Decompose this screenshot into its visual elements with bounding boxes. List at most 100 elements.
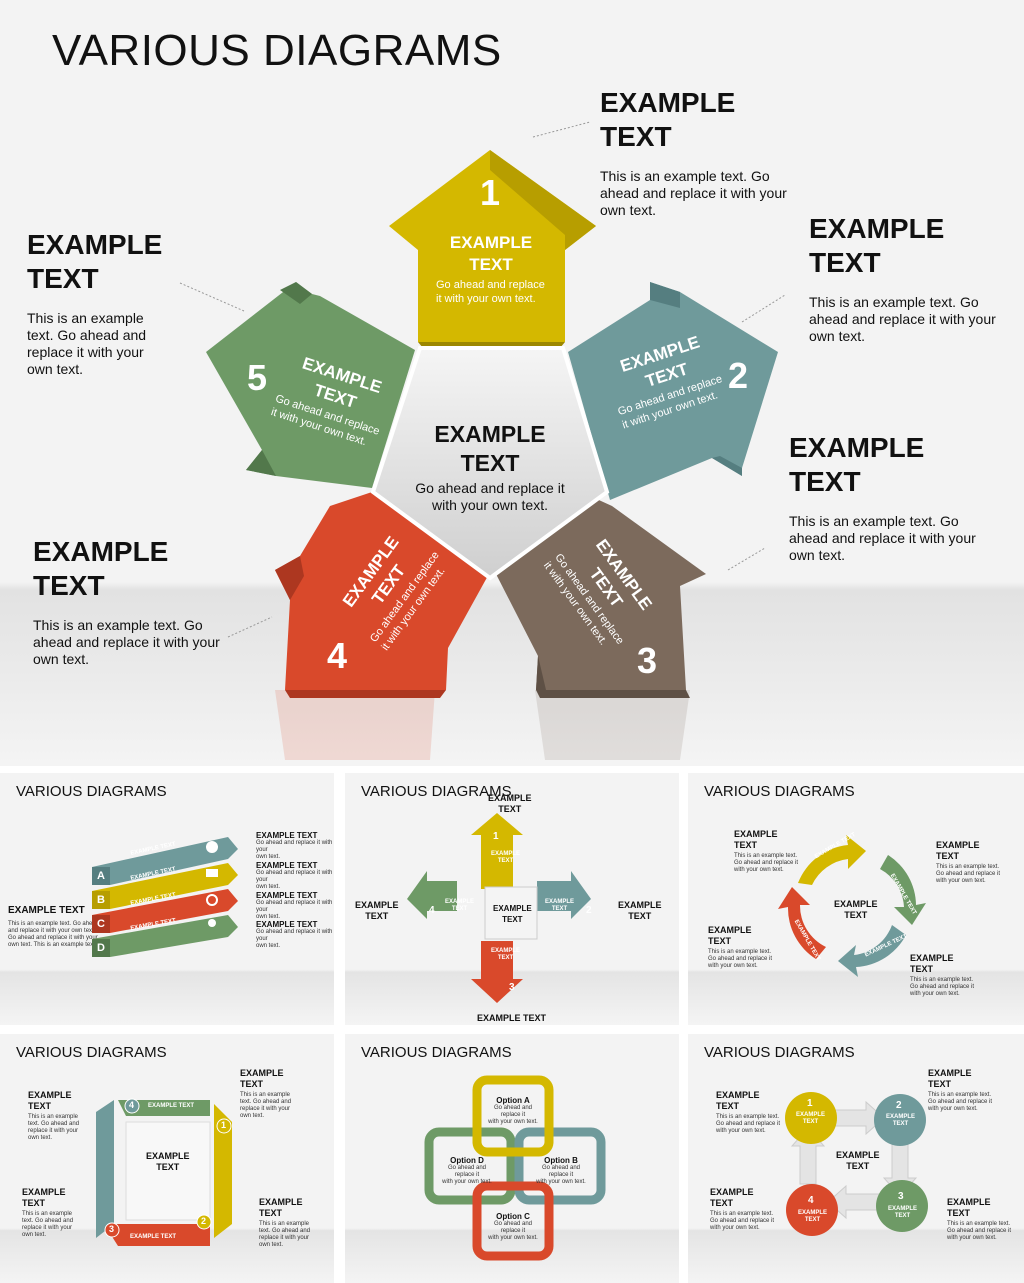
loop-segment-red bbox=[104, 1224, 210, 1246]
arrow-1-number: 1 bbox=[480, 172, 500, 213]
center-pentagon bbox=[370, 346, 610, 581]
cross-num-1: 1 bbox=[493, 831, 499, 842]
callout-1-body: This is an example text. Go ahead and re… bbox=[600, 168, 787, 218]
ribbon-a bbox=[92, 837, 238, 885]
thumb-ribbons[interactable]: VARIOUS DIAGRAMS EXAMPLE TEXT This is an… bbox=[0, 773, 334, 1025]
circles-label-2: EXAMPLE TEXT bbox=[716, 1090, 760, 1111]
thumb-1-right-body-2: Go ahead and replace it with your own te… bbox=[256, 870, 333, 890]
circle-num-4: 4 bbox=[808, 1195, 814, 1206]
thumb-5-title: VARIOUS DIAGRAMS bbox=[361, 1044, 512, 1061]
circles-body-2: This is an example text. Go ahead and re… bbox=[716, 1114, 781, 1134]
ribbon-b bbox=[92, 863, 238, 909]
circles-body-4: This is an example text. Go ahead and re… bbox=[947, 1221, 1012, 1241]
center-heading: EXAMPLE TEXT bbox=[434, 421, 546, 476]
cross-num-2: 2 bbox=[586, 905, 592, 916]
cycle-label-4: EXAMPLE TEXT bbox=[910, 953, 954, 974]
arrow-1-body: Go ahead and replace it with your own te… bbox=[436, 279, 545, 305]
circle-2-label: EXAMPLE TEXT bbox=[886, 1114, 916, 1127]
letter-a: A bbox=[97, 870, 105, 882]
arrow-left bbox=[407, 871, 457, 919]
thumb-circles[interactable]: VARIOUS DIAGRAMS EXAMPLE TEXT 1 2 3 4 EX… bbox=[688, 1034, 1024, 1283]
thumb-6-title: VARIOUS DIAGRAMS bbox=[704, 1044, 855, 1061]
option-c[interactable]: Option C Go ahead and replace it with yo… bbox=[485, 1212, 541, 1242]
cycle-body-4: This is an example text. Go ahead and re… bbox=[910, 977, 975, 997]
thumb-5-links bbox=[424, 1075, 606, 1261]
thumb-cross[interactable]: VARIOUS DIAGRAMS EXAMPLE TEXT EXAMPLE TE… bbox=[345, 773, 679, 1025]
thumb-cycle[interactable]: VARIOUS DIAGRAMS EXAMPLE TEXT EXAMPLE TE… bbox=[688, 773, 1024, 1025]
callout-1-heading: EXAMPLE TEXT bbox=[600, 87, 736, 152]
arrow-3-number: 3 bbox=[637, 640, 657, 681]
cycle-label-1: EXAMPLE TEXT bbox=[734, 829, 778, 850]
leader-lines bbox=[179, 121, 786, 638]
cycle-body-1: This is an example text. Go ahead and re… bbox=[734, 853, 799, 873]
circles-body-1: This is an example text. Go ahead and re… bbox=[928, 1092, 993, 1112]
callout-3-body: This is an example text. Go ahead and re… bbox=[789, 513, 976, 563]
cross-label-left: EXAMPLE TEXT bbox=[355, 900, 399, 921]
cross-arrow-1-label: EXAMPLE TEXT bbox=[491, 851, 521, 864]
arrow-2-number: 2 bbox=[728, 355, 748, 396]
thumb-1-right-body-3: Go ahead and replace it with your own te… bbox=[256, 900, 333, 920]
thumb-loop[interactable]: VARIOUS DIAGRAMS EXAMPLE TEXT 1 2 3 4 EX… bbox=[0, 1034, 334, 1283]
callout-2-body: This is an example text. Go ahead and re… bbox=[809, 294, 996, 344]
cycle-center: EXAMPLE TEXT bbox=[834, 899, 878, 920]
option-d-label: Option D bbox=[450, 1156, 484, 1165]
option-d[interactable]: Option D Go ahead and replace it with yo… bbox=[439, 1156, 495, 1186]
circle-4-label: EXAMPLE TEXT bbox=[798, 1210, 828, 1223]
cycle-label-2: EXAMPLE TEXT bbox=[936, 840, 980, 861]
arrow-4 bbox=[275, 492, 490, 698]
thumb-1-right-label-3: EXAMPLE TEXT bbox=[256, 891, 318, 900]
option-b-label: Option B bbox=[544, 1156, 578, 1165]
thumb-6-circles bbox=[785, 1092, 928, 1236]
circle-num-1: 1 bbox=[807, 1098, 813, 1109]
circle-3-label: EXAMPLE TEXT bbox=[888, 1206, 918, 1219]
cycle-body-2: This is an example text. Go ahead and re… bbox=[936, 864, 1001, 884]
loop-seg-label-green: EXAMPLE TEXT bbox=[148, 1103, 195, 1109]
thumb-2-arrows bbox=[407, 813, 591, 1003]
option-b-ring bbox=[514, 1127, 606, 1205]
main-title: VARIOUS DIAGRAMS bbox=[52, 26, 502, 75]
letter-c: C bbox=[97, 918, 105, 930]
cross-num-3: 3 bbox=[509, 982, 515, 993]
thumb-options[interactable]: VARIOUS DIAGRAMS Option A Go ahead and r… bbox=[345, 1034, 679, 1283]
arrow-1-heading: EXAMPLE TEXT bbox=[449, 233, 533, 274]
thumb-3-arrows bbox=[778, 835, 926, 977]
callout-4-heading: EXAMPLE TEXT bbox=[33, 536, 169, 601]
option-a-label: Option A bbox=[496, 1096, 530, 1105]
option-c-label: Option C bbox=[496, 1212, 530, 1221]
circle-1 bbox=[785, 1092, 837, 1144]
circle-3 bbox=[876, 1180, 928, 1232]
option-c-body: Go ahead and replace it with your own te… bbox=[488, 1221, 538, 1241]
loop-num-2: 2 bbox=[201, 1216, 207, 1226]
option-c-ring bbox=[472, 1181, 554, 1261]
arrow-1-text: EXAMPLE TEXT Go ahead and replace it wit… bbox=[436, 232, 546, 306]
cross-center-label: EXAMPLE TEXT bbox=[493, 904, 532, 924]
loop-center bbox=[125, 1121, 211, 1221]
cycle-arrow-green bbox=[880, 855, 926, 925]
circle-num-2: 2 bbox=[896, 1100, 902, 1111]
option-d-ring bbox=[424, 1127, 516, 1205]
circles-label-3: EXAMPLE TEXT bbox=[710, 1187, 754, 1208]
circle-num-3: 3 bbox=[898, 1191, 904, 1202]
callout-2-heading: EXAMPLE TEXT bbox=[809, 213, 945, 278]
thumb-1-right-label-1: EXAMPLE TEXT bbox=[256, 831, 318, 840]
loop-seg-label-red: EXAMPLE TEXT bbox=[130, 1234, 177, 1240]
thumb-1-right-body-4: Go ahead and replace it with your own te… bbox=[256, 929, 333, 949]
cross-num-4: 4 bbox=[429, 905, 435, 916]
mail-icon bbox=[206, 869, 218, 877]
option-a-ring bbox=[472, 1075, 554, 1157]
thumb-1-ribbons bbox=[92, 837, 238, 957]
option-b[interactable]: Option B Go ahead and replace it with yo… bbox=[533, 1156, 589, 1186]
ribbon-c bbox=[92, 889, 238, 933]
main-slide: VARIOUS DIAGRAMS bbox=[0, 0, 1024, 766]
arrow-5 bbox=[206, 282, 415, 488]
callout-3-heading: EXAMPLE TEXT bbox=[789, 432, 925, 497]
loop-label-1: EXAMPLE TEXT bbox=[240, 1068, 284, 1089]
option-a[interactable]: Option A Go ahead and replace it with yo… bbox=[485, 1096, 541, 1126]
circles-center: EXAMPLE TEXT bbox=[836, 1150, 880, 1171]
connector-bottom bbox=[827, 1184, 883, 1220]
circles-label-1: EXAMPLE TEXT bbox=[928, 1068, 972, 1089]
thumb-1-right-label-2: EXAMPLE TEXT bbox=[256, 861, 318, 870]
arrow-2 bbox=[568, 282, 778, 500]
center-text: EXAMPLE TEXT Go ahead and replace it wit… bbox=[410, 420, 570, 514]
loop-segment-teal bbox=[96, 1100, 114, 1238]
